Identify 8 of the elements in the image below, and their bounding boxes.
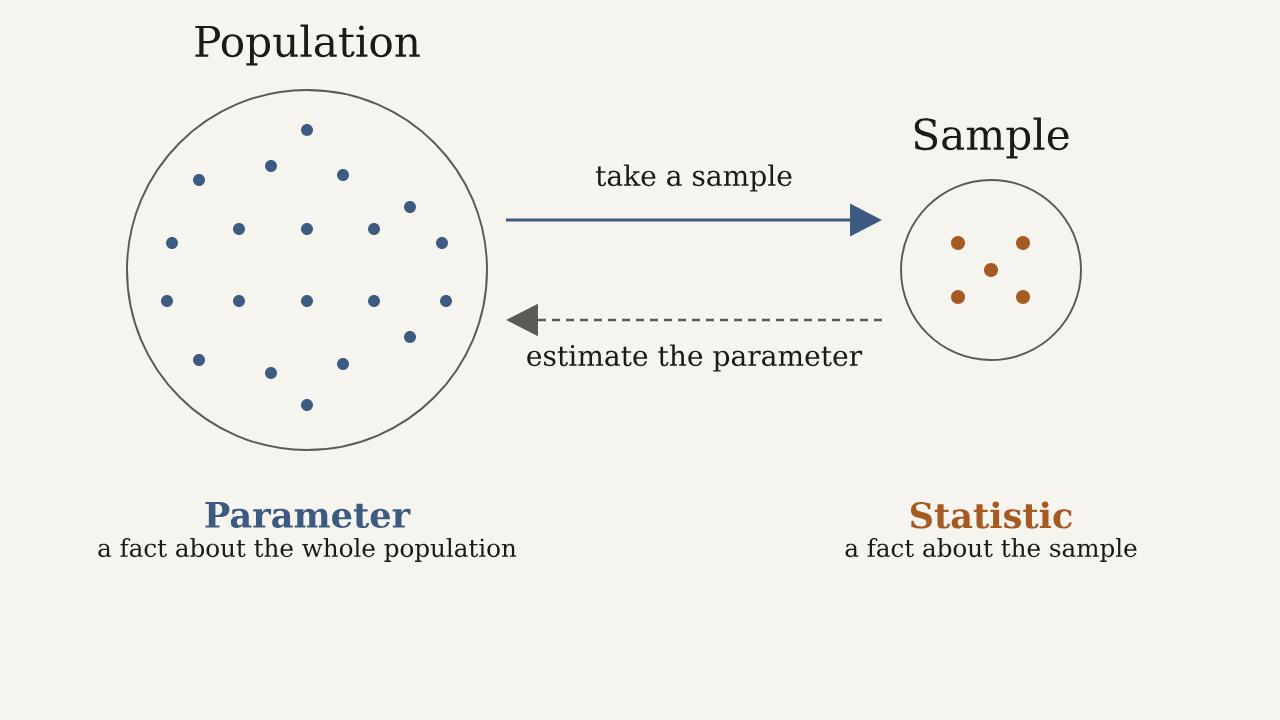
heading: Sample	[914, 117, 1069, 159]
term-label: Statistic	[910, 501, 1072, 529]
edge-label: take a sample	[593, 162, 795, 194]
edge-label: estimate the parameter	[524, 342, 864, 374]
description: a fact about the whole population	[98, 538, 517, 562]
heading: Population	[195, 24, 420, 66]
description: a fact about the sample	[845, 538, 1137, 562]
term-label: Parameter	[205, 501, 411, 529]
